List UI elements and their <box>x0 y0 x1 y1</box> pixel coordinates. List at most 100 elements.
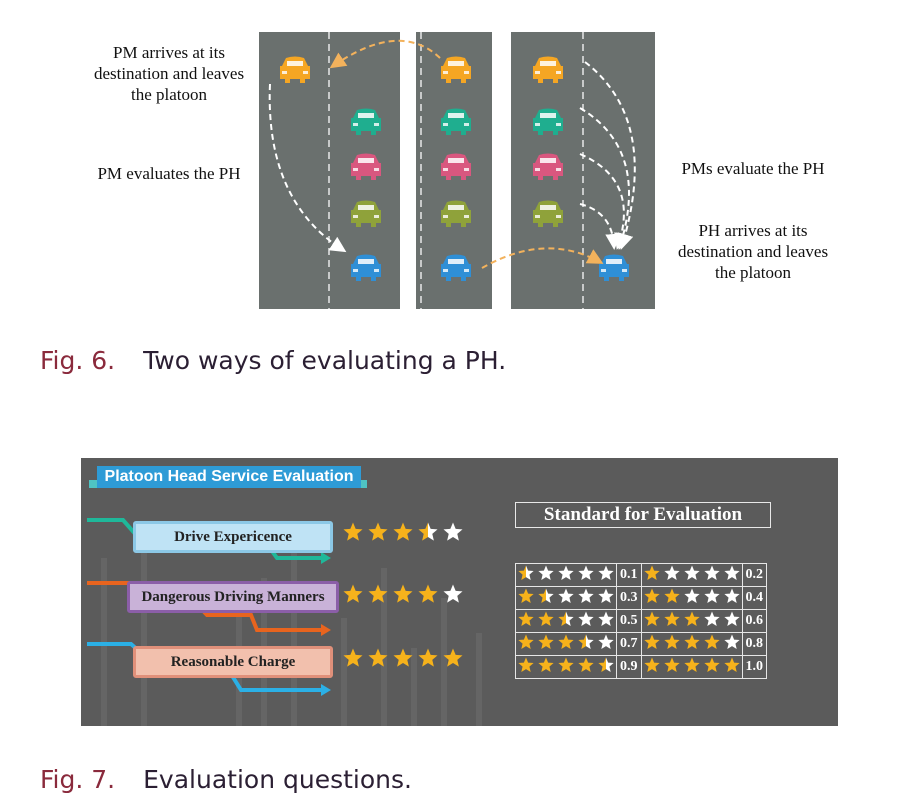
star-icon <box>368 522 388 541</box>
evaluation-panel: Platoon Head Service Evaluation Drive Ex… <box>81 458 838 726</box>
star-icon <box>643 611 660 626</box>
star-icon <box>418 522 438 541</box>
caption-text: Two ways of evaluating a PH. <box>143 346 507 375</box>
star-icon <box>643 588 660 603</box>
star-icon <box>578 611 594 626</box>
star-icon <box>703 611 720 626</box>
star-icon <box>368 648 388 667</box>
star-icon <box>683 565 700 580</box>
standard-row: 0.7 0.8 <box>515 632 767 656</box>
star-icon <box>598 611 614 626</box>
standard-row: 0.3 0.4 <box>515 586 767 610</box>
star-icon <box>578 634 594 649</box>
star-icon <box>723 634 740 649</box>
caption-text: Evaluation questions. <box>143 765 412 794</box>
standard-stars <box>515 632 617 656</box>
question-reasonable-charge: Reasonable Charge <box>133 646 333 678</box>
star-icon <box>558 634 574 649</box>
star-icon <box>558 611 574 626</box>
annotation-ph-arrives: PH arrives at its destination and leaves… <box>677 221 829 282</box>
figure-7-caption: Fig. 7.Evaluation questions. <box>40 765 412 794</box>
standard-row: 0.1 0.2 <box>515 563 767 587</box>
star-icon <box>598 634 614 649</box>
arrow-pm-orange-eval <box>584 61 636 250</box>
star-icon <box>393 584 413 603</box>
standard-value: 1.0 <box>741 655 767 679</box>
platoon-diagram <box>259 32 655 309</box>
star-icon <box>418 584 438 603</box>
star-icon <box>663 588 680 603</box>
standard-stars <box>515 563 617 587</box>
star-icon <box>538 611 554 626</box>
star-icon <box>723 611 740 626</box>
arrow-pm-pink-eval <box>579 153 630 250</box>
panel-title: Platoon Head Service Evaluation <box>97 466 361 488</box>
star-icon <box>443 584 463 603</box>
star-icon <box>443 648 463 667</box>
standard-value: 0.4 <box>741 586 767 610</box>
star-icon <box>663 657 680 672</box>
star-icon <box>538 657 554 672</box>
star-icon <box>683 634 700 649</box>
star-icon <box>558 657 574 672</box>
standard-value: 0.5 <box>616 609 642 633</box>
standard-value: 0.8 <box>741 632 767 656</box>
standard-stars <box>515 655 617 679</box>
star-icon <box>703 657 720 672</box>
star-icon <box>343 584 363 603</box>
arrow-pm-evaluates <box>268 83 347 253</box>
question-drive-experience: Drive Expericence <box>133 521 333 553</box>
star-icon <box>558 565 574 580</box>
arrow-pm-leaves <box>329 39 441 69</box>
standard-stars <box>640 655 743 679</box>
rating-stars-q3 <box>343 648 463 673</box>
standard-stars <box>640 563 743 587</box>
star-icon <box>538 588 554 603</box>
standard-value: 0.3 <box>616 586 642 610</box>
star-icon <box>578 565 594 580</box>
annotation-pms-evaluate: PMs evaluate the PH <box>681 159 825 178</box>
star-icon <box>518 611 534 626</box>
star-icon <box>683 657 700 672</box>
standard-stars <box>515 609 617 633</box>
star-icon <box>343 648 363 667</box>
star-icon <box>578 657 594 672</box>
road-right <box>511 32 655 309</box>
star-icon <box>703 588 720 603</box>
arrow-ph-leaves <box>481 247 604 269</box>
star-icon <box>663 611 680 626</box>
star-icon <box>368 584 388 603</box>
standard-value: 0.7 <box>616 632 642 656</box>
star-icon <box>518 657 534 672</box>
arrow-pm-olive-eval <box>579 203 622 250</box>
star-icon <box>518 634 534 649</box>
standard-value: 0.1 <box>616 563 642 587</box>
standard-stars <box>640 609 743 633</box>
star-icon <box>518 565 534 580</box>
star-icon <box>703 634 720 649</box>
star-icon <box>418 648 438 667</box>
star-icon <box>518 588 534 603</box>
annotation-pm-arrives: PM arrives at its destination and leaves… <box>93 43 245 104</box>
star-icon <box>393 648 413 667</box>
star-icon <box>643 657 660 672</box>
star-icon <box>663 634 680 649</box>
star-icon <box>393 522 413 541</box>
star-icon <box>443 522 463 541</box>
star-icon <box>643 634 660 649</box>
star-icon <box>598 565 614 580</box>
standard-row: 0.9 1.0 <box>515 655 767 679</box>
standard-stars <box>515 586 617 610</box>
standard-stars <box>640 632 743 656</box>
star-icon <box>683 588 700 603</box>
caption-number: Fig. 6. <box>40 346 116 375</box>
standard-value: 0.2 <box>741 563 767 587</box>
star-icon <box>578 588 594 603</box>
standard-value: 0.9 <box>616 655 642 679</box>
figure-6-caption: Fig. 6. Two ways of evaluating a PH. <box>40 346 506 375</box>
star-icon <box>598 657 614 672</box>
arrow-pm-teal-eval <box>579 107 632 250</box>
star-icon <box>558 588 574 603</box>
question-dangerous-driving: Dangerous Driving Manners <box>127 581 339 613</box>
